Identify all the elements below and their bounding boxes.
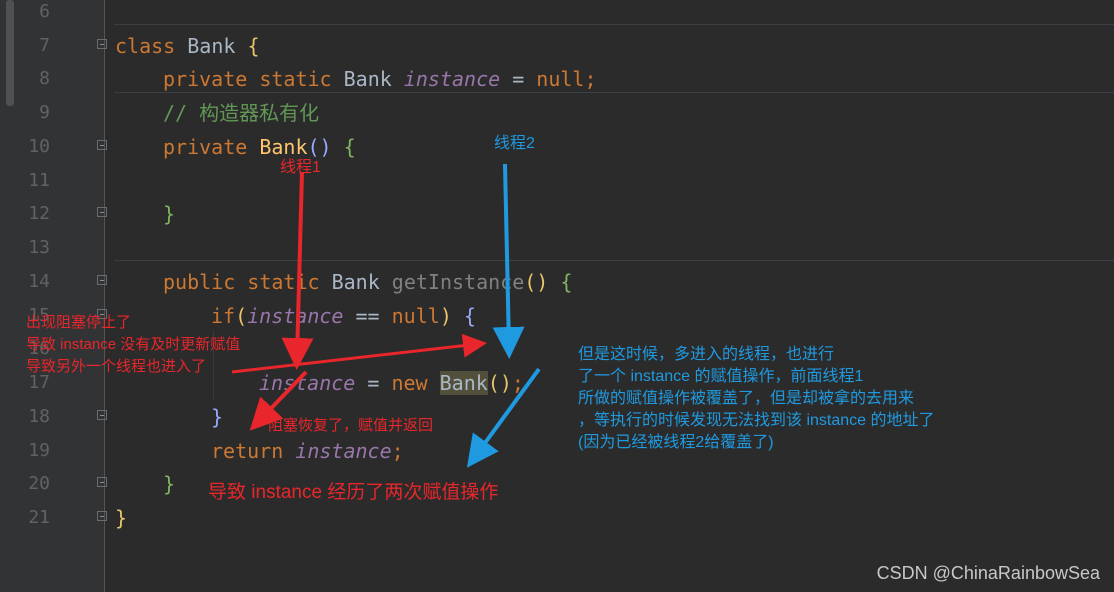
indent-guide bbox=[213, 330, 214, 400]
fold-toggle-icon[interactable] bbox=[97, 207, 107, 217]
type-name-highlighted: Bank bbox=[439, 371, 488, 395]
keyword: private bbox=[163, 135, 248, 159]
method-separator bbox=[114, 92, 1114, 93]
keyword: class bbox=[115, 34, 176, 58]
code-line-20[interactable]: } bbox=[163, 472, 175, 506]
line-number: 14 bbox=[28, 271, 50, 292]
code-line-8[interactable]: private static Bank instance = null; bbox=[163, 67, 597, 101]
code-line-12[interactable]: } bbox=[163, 202, 175, 236]
code-line-15[interactable]: if(instance == null) { bbox=[211, 304, 476, 338]
fold-toggle-icon[interactable] bbox=[97, 39, 107, 49]
semicolon: ; bbox=[391, 439, 404, 463]
code-line-9[interactable]: // 构造器私有化 bbox=[163, 101, 319, 135]
keyword: null bbox=[391, 304, 440, 328]
paren: ) bbox=[439, 304, 452, 328]
line-number: 21 bbox=[28, 507, 50, 528]
code-line-14[interactable]: public static Bank getInstance() { bbox=[163, 270, 572, 304]
thread2-note: 但是这时候，多进入的线程，也进行 了一个 instance 的赋值操作，前面线程… bbox=[578, 346, 935, 451]
line-number: 9 bbox=[39, 102, 50, 123]
type-name: Bank bbox=[331, 67, 404, 91]
fold-toggle-icon[interactable] bbox=[97, 140, 107, 150]
keyword: return bbox=[211, 439, 284, 463]
fold-toggle-icon[interactable] bbox=[97, 511, 107, 521]
code-line-7[interactable]: class Bank { bbox=[115, 34, 260, 68]
line-number: 17 bbox=[28, 372, 50, 393]
code-line-19[interactable]: return instance; bbox=[211, 439, 404, 473]
resume-note: 阻塞恢复了，赋值并返回 bbox=[268, 417, 434, 434]
line-number: 6 bbox=[39, 1, 50, 22]
class-name: Bank bbox=[175, 34, 248, 58]
thread2-label: 线程2 bbox=[494, 135, 535, 152]
line-number: 11 bbox=[28, 170, 50, 191]
line-number-gutter: 6 7 8 9 10 11 12 13 14 15 16 17 18 19 20… bbox=[18, 0, 107, 592]
parens: () bbox=[487, 371, 512, 395]
brace: { bbox=[247, 34, 260, 58]
line-number: 18 bbox=[28, 406, 50, 427]
semicolon: ; bbox=[584, 67, 597, 91]
blocked-arrow bbox=[231, 333, 487, 374]
line-number: 8 bbox=[39, 68, 50, 89]
blocked-note: 出现阻塞停止了 导致 instance 没有及时更新赋值 导致另外一个线程也进入… bbox=[26, 314, 241, 375]
keyword: public static bbox=[163, 270, 320, 294]
line-number: 20 bbox=[28, 473, 50, 494]
fold-toggle-icon[interactable] bbox=[97, 410, 107, 420]
operator: = bbox=[500, 67, 537, 91]
code-line-10[interactable]: private Bank() { bbox=[163, 135, 356, 169]
parens: () bbox=[307, 135, 332, 159]
parens: () bbox=[524, 270, 549, 294]
line-number: 16 bbox=[28, 338, 50, 359]
field-name: instance bbox=[403, 67, 501, 91]
operator: = bbox=[355, 371, 392, 395]
brace: } bbox=[163, 472, 176, 496]
brace: { bbox=[548, 270, 573, 294]
paren: ( bbox=[235, 304, 248, 328]
line-number: 15 bbox=[28, 305, 50, 326]
brace: } bbox=[211, 405, 224, 429]
vertical-scrollbar[interactable] bbox=[0, 0, 18, 592]
brace: } bbox=[163, 202, 176, 226]
fold-toggle-icon[interactable] bbox=[97, 477, 107, 487]
line-number: 12 bbox=[28, 203, 50, 224]
keyword: new bbox=[391, 371, 428, 395]
method-separator bbox=[114, 24, 1114, 25]
method-separator bbox=[114, 260, 1114, 261]
code-line-17[interactable]: instance = new Bank(); bbox=[259, 371, 524, 405]
line-number: 13 bbox=[28, 237, 50, 258]
field-name: instance bbox=[259, 371, 356, 395]
field-name: instance bbox=[295, 439, 392, 463]
field-name: instance bbox=[247, 304, 344, 328]
brace: } bbox=[115, 506, 128, 530]
line-number: 7 bbox=[39, 35, 50, 56]
constructor-name: Bank bbox=[247, 135, 308, 159]
keyword: null bbox=[536, 67, 585, 91]
semicolon: ; bbox=[511, 371, 524, 395]
fold-toggle-icon[interactable] bbox=[97, 309, 107, 319]
method-name: getInstance bbox=[391, 270, 525, 294]
thread1-label: 线程1 bbox=[280, 159, 321, 176]
comment: // 构造器私有化 bbox=[163, 101, 320, 125]
brace: { bbox=[451, 304, 476, 328]
thread2-return-arrow bbox=[466, 367, 541, 468]
code-line-18[interactable]: } bbox=[211, 405, 223, 439]
brace: { bbox=[331, 135, 356, 159]
type-name: Bank bbox=[319, 270, 392, 294]
keyword: private static bbox=[163, 67, 332, 91]
thread2-arrow bbox=[492, 163, 525, 359]
scrollbar-thumb[interactable] bbox=[6, 0, 14, 106]
thread1-arrow bbox=[281, 171, 314, 370]
fold-toggle-icon[interactable] bbox=[97, 275, 107, 285]
keyword: if bbox=[211, 304, 236, 328]
watermark: CSDN @ChinaRainbowSea bbox=[876, 563, 1100, 583]
operator: == bbox=[343, 304, 392, 328]
line-number: 10 bbox=[28, 136, 50, 157]
result-note: 导致 instance 经历了两次赋值操作 bbox=[208, 482, 499, 503]
resume-arrow bbox=[249, 370, 308, 431]
code-line-21[interactable]: } bbox=[115, 506, 127, 540]
line-number: 19 bbox=[28, 440, 50, 461]
